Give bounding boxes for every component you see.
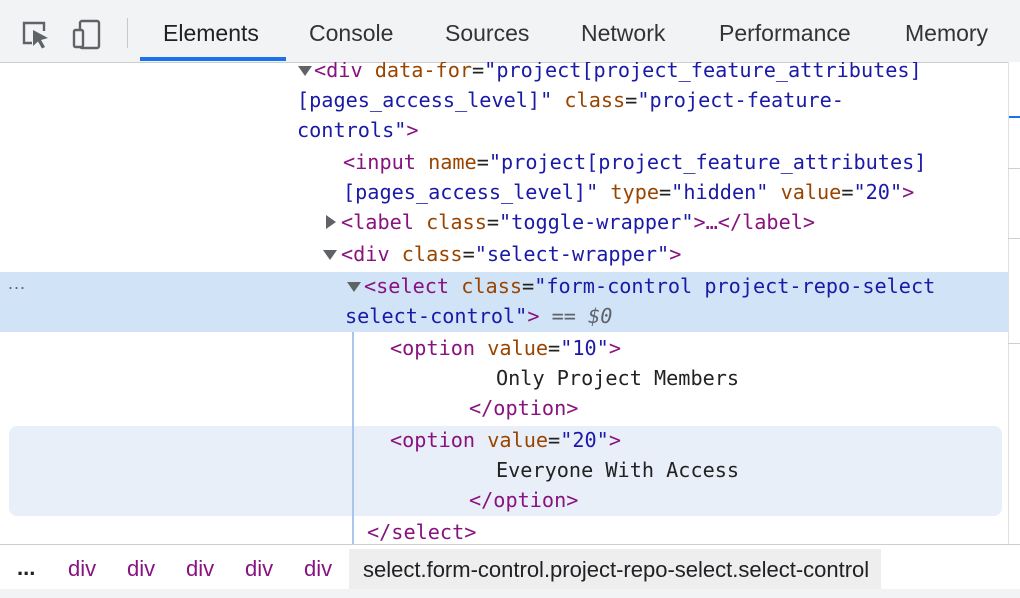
option-close-tag: </option> [469, 396, 579, 420]
tab-console[interactable]: Console [309, 20, 394, 46]
dom-node-line: controls"> [297, 118, 419, 142]
dom-node-line: [pages_access_level]" type="hidden" valu… [343, 180, 915, 204]
selected-node-highlight [0, 272, 1008, 332]
dom-tree: ... <div data-for="project[project_featu… [0, 62, 1008, 544]
dom-node-select-selected[interactable]: <select class="form-control project-repo… [364, 274, 936, 298]
dom-node-div-feature-controls[interactable]: <div data-for="project[project_feature_a… [314, 62, 922, 82]
breadcrumb-overflow[interactable]: ... [17, 555, 36, 580]
styles-pane-divider [1008, 343, 1020, 344]
breadcrumb-item-div[interactable]: div [68, 556, 97, 581]
active-tab-indicator [140, 57, 286, 61]
styles-pane-edge-accent [1009, 116, 1020, 118]
expand-triangle-icon[interactable] [323, 250, 337, 260]
dom-node-div-select-wrapper[interactable]: <div class="select-wrapper"> [341, 242, 682, 266]
dom-node-line: select-control"> == $0 [345, 304, 613, 328]
dom-node-input-hidden[interactable]: <input name="project[project_feature_att… [343, 150, 927, 174]
option-text-node: Everyone With Access [496, 458, 740, 482]
select-close-tag: </select> [367, 520, 477, 544]
option-close-tag: </option> [469, 488, 579, 512]
tab-elements[interactable]: Elements [163, 20, 259, 46]
node-actions-ellipsis[interactable]: ... [8, 273, 27, 293]
breadcrumb-item-div[interactable]: div [127, 556, 156, 581]
tab-performance[interactable]: Performance [719, 20, 851, 46]
device-toolbar-icon[interactable] [71, 18, 103, 50]
tree-guide-line [352, 332, 354, 544]
breadcrumb-item-div[interactable]: div [186, 556, 215, 581]
hovered-node-highlight [9, 426, 1002, 516]
breadcrumb-item-div[interactable]: div [304, 556, 333, 581]
toolbar-separator [127, 18, 128, 48]
devtools-toolbar: Elements Console Sources Network Perform… [0, 0, 1020, 63]
breadcrumb: ... div div div div div select.form-cont… [0, 544, 1020, 590]
tab-memory[interactable]: Memory [905, 20, 989, 46]
drawer-edge [0, 589, 1020, 598]
styles-pane-edge[interactable] [1008, 62, 1020, 544]
dom-node-label-toggle-wrapper[interactable]: <label class="toggle-wrapper">…</label> [341, 210, 816, 234]
dom-node-line: [pages_access_level]" class="project-fea… [297, 88, 844, 112]
tab-network[interactable]: Network [581, 20, 666, 46]
option-text-node: Only Project Members [496, 366, 740, 390]
tab-sources[interactable]: Sources [445, 20, 530, 46]
collapse-triangle-icon[interactable] [326, 215, 336, 229]
inspect-element-icon[interactable] [20, 18, 52, 50]
styles-pane-divider [1008, 238, 1020, 239]
breadcrumb-item-div[interactable]: div [245, 556, 274, 581]
dom-node-option-10[interactable]: <option value="10"> [390, 336, 621, 360]
expand-triangle-icon[interactable] [298, 66, 312, 76]
dom-node-option-20[interactable]: <option value="20"> [390, 428, 621, 452]
styles-pane-divider [1008, 168, 1020, 169]
expand-triangle-icon[interactable] [347, 282, 361, 292]
breadcrumb-current[interactable]: select.form-control.project-repo-select.… [349, 549, 882, 589]
